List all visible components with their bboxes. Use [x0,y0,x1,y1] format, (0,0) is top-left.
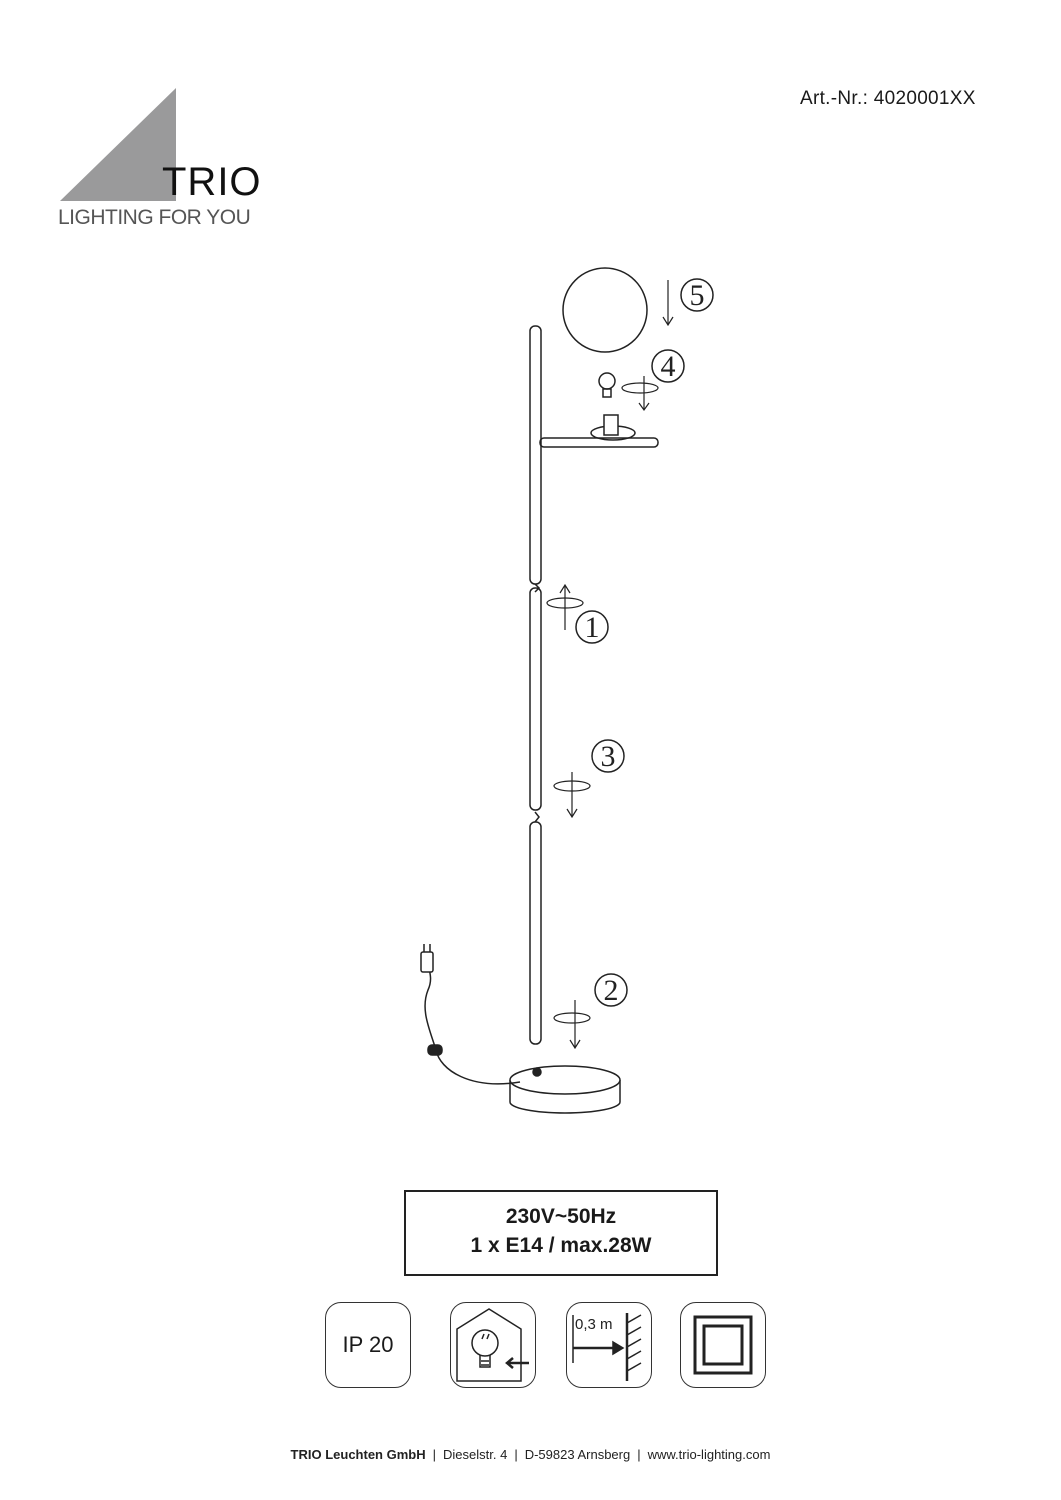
step-2: 2 [604,974,619,1007]
lamp-base [509,1065,621,1114]
footer-website: www.trio-lighting.com [647,1447,771,1462]
spec-box: 230V~50Hz 1 x E14 / max.28W [404,1190,718,1276]
trio-logo-triangle [60,88,176,201]
logo-tagline: LIGHTING FOR YOU [58,206,251,229]
lamp-socket [603,414,619,436]
distance-label: 0,3 m [575,1316,613,1333]
step-5: 5 [690,279,705,312]
footer-company: TRIO Leuchten GmbH [290,1447,426,1462]
article-number: Art.-Nr.: 4020001XX [800,88,976,109]
assembly-drawing: 5 4 1 3 2 [420,267,714,1114]
pole-bottom [529,821,542,1045]
arm [539,437,659,448]
ip-rating-symbol: IP 20 [325,1302,411,1388]
glass-globe [562,267,648,353]
bulb-icon [598,372,616,398]
spec-bulb: 1 x E14 / max.28W [470,1234,652,1257]
footer: TRIO Leuchten GmbH|Dieselstr. 4|D-59823 … [290,1447,771,1462]
footer-city: D-59823 Arnsberg [524,1447,631,1462]
pole-middle [529,587,542,811]
pole-top [529,325,542,585]
step-1: 1 [585,611,600,644]
logo-brand: TRIO [162,160,262,204]
power-cable [424,954,521,1085]
footer-street: Dieselstr. 4 [443,1447,508,1462]
protection-class-2-icon [680,1302,766,1388]
step-3: 3 [601,740,616,773]
step-4: 4 [661,350,676,383]
indoor-use-icon [450,1302,536,1388]
min-distance-icon: 0,3 m [566,1302,652,1388]
spec-voltage: 230V~50Hz [505,1205,617,1228]
